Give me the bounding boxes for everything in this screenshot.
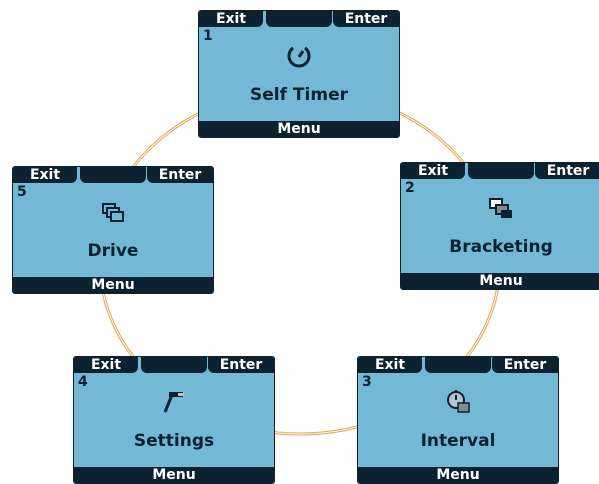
- screen-number: 5: [17, 184, 27, 200]
- exit-softkey[interactable]: Exit: [358, 357, 422, 373]
- self-timer-icon: [287, 46, 311, 68]
- softkey-bar: Exit Enter: [13, 167, 213, 183]
- exit-softkey[interactable]: Exit: [401, 163, 465, 179]
- exit-softkey[interactable]: Exit: [199, 11, 263, 27]
- enter-softkey[interactable]: Enter: [208, 357, 274, 373]
- blank-softkey[interactable]: [141, 357, 207, 373]
- menu-softkey[interactable]: Menu: [74, 467, 274, 483]
- exit-softkey[interactable]: Exit: [13, 167, 77, 183]
- drive-icon: [102, 203, 124, 222]
- softkey-bar: Exit Enter: [74, 357, 274, 373]
- screen-title: Interval: [420, 431, 496, 451]
- softkey-bar: Exit Enter: [358, 357, 558, 373]
- enter-softkey[interactable]: Enter: [535, 163, 599, 179]
- enter-softkey[interactable]: Enter: [147, 167, 213, 183]
- screen-number: 3: [362, 374, 372, 390]
- softkey-bar: Exit Enter: [401, 163, 599, 179]
- menu-softkey[interactable]: Menu: [358, 467, 558, 483]
- screen-number: 2: [405, 180, 415, 196]
- screen-number: 4: [78, 374, 88, 390]
- settings-icon: [163, 392, 184, 413]
- interval-icon: [447, 390, 470, 413]
- screen-title: Settings: [133, 431, 215, 451]
- screen-settings: Exit Enter 4 Settings Menu: [73, 356, 275, 484]
- screen-title: Drive: [87, 241, 139, 261]
- screen-bracketing: Exit Enter 2 Bracketing Menu: [400, 162, 599, 290]
- menu-softkey[interactable]: Menu: [199, 121, 399, 137]
- blank-softkey[interactable]: [468, 163, 534, 179]
- screen-interval: Exit Enter 3 Interval Menu: [357, 356, 559, 484]
- screen-title: Bracketing: [449, 237, 553, 257]
- screen-drive: Exit Enter 5 Drive Menu: [12, 166, 214, 294]
- menu-softkey[interactable]: Menu: [13, 277, 213, 293]
- menu-softkey[interactable]: Menu: [401, 273, 599, 289]
- blank-softkey[interactable]: [266, 11, 332, 27]
- softkey-bar: Exit Enter: [199, 11, 399, 27]
- screen-number: 1: [203, 28, 213, 44]
- bracketing-icon: [489, 198, 512, 218]
- enter-softkey[interactable]: Enter: [492, 357, 558, 373]
- exit-softkey[interactable]: Exit: [74, 357, 138, 373]
- screen-title: Self Timer: [250, 85, 348, 105]
- blank-softkey[interactable]: [80, 167, 146, 183]
- screen-self-timer: Exit Enter 1 Self Timer Menu: [198, 10, 400, 138]
- enter-softkey[interactable]: Enter: [333, 11, 399, 27]
- blank-softkey[interactable]: [425, 357, 491, 373]
